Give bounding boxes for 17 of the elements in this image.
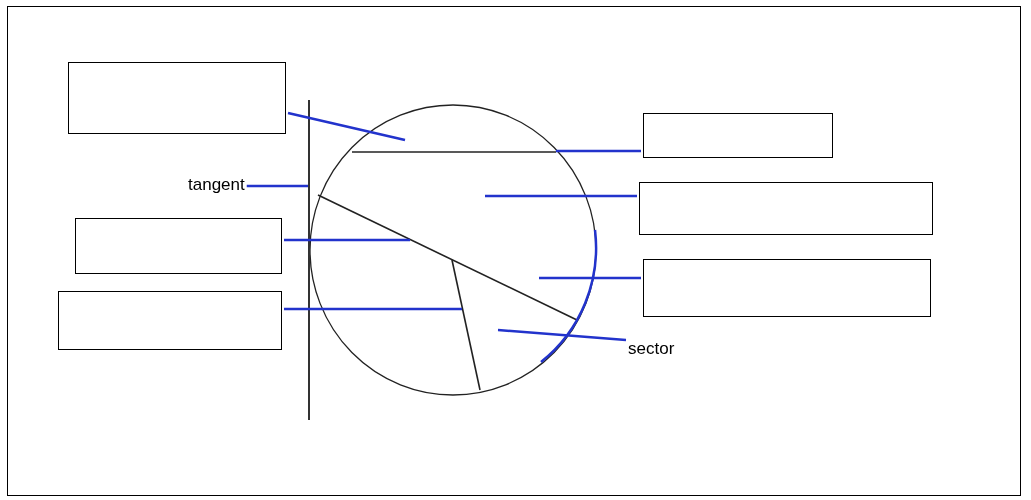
leader-line [284,238,410,242]
leader-line [246,184,308,188]
leader-line [287,111,406,142]
leader-line [485,194,637,198]
answer-box [643,259,931,317]
leader-line [556,149,641,153]
answer-box [643,113,833,158]
term-label: tangent [188,176,245,195]
answer-box [68,62,286,134]
leader-line [284,307,462,311]
answer-box [639,182,933,235]
leader-line [539,276,641,280]
answer-box [58,291,282,350]
leader-line [497,328,627,342]
arc-highlight [540,229,598,363]
term-label: sector [628,340,675,359]
answer-box [75,218,282,274]
